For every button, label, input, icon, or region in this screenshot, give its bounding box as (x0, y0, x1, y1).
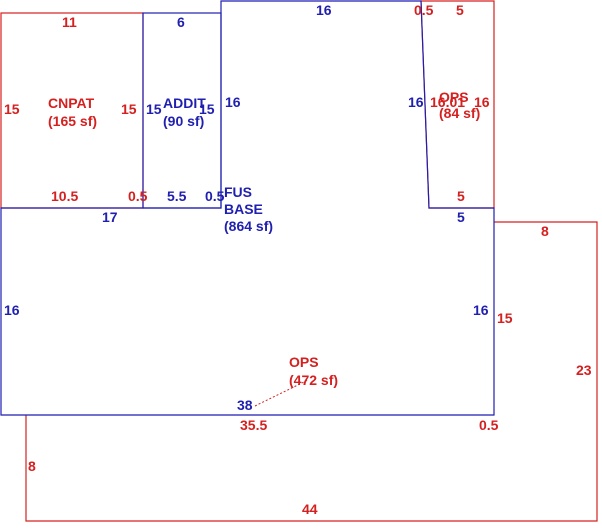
dim-fus-bottom-left-seg: 17 (102, 209, 118, 225)
ops-large-label: OPS (289, 354, 319, 370)
dim-ops-large-inner-jog: 0.5 (479, 417, 499, 433)
fus-base-label-line2: BASE (224, 201, 263, 217)
dim-cnpat-left: 15 (4, 101, 20, 117)
addit-label: ADDIT (163, 95, 206, 111)
dim-ops-large-top-inner: 35.5 (240, 417, 267, 433)
ops-small-label: OPS (439, 89, 469, 105)
dim-fus-notch-left: 16 (408, 94, 424, 110)
dim-fus-lower-left: 16 (4, 302, 20, 318)
dim-fus-right-jog: 5 (457, 209, 465, 225)
ops-leader-line (254, 379, 309, 407)
dim-cnpat-top: 11 (62, 14, 77, 30)
dim-ops-small-right: 16 (474, 94, 490, 110)
dim-ops-small-left: 16.01 (430, 94, 465, 110)
addit-outline (142, 12, 222, 209)
fus-base-area: (864 sf) (224, 218, 273, 234)
ops-large-outline (25, 221, 598, 522)
dim-ops-large-left-upper: 15 (497, 310, 513, 326)
dim-ops-small-top: 5 (456, 2, 464, 18)
dim-ops-large-right: 23 (576, 362, 592, 378)
dim-cnpat-bottom: 10.5 (51, 188, 78, 204)
dim-fus-bottom: 38 (237, 397, 253, 413)
dim-addit-bottom-jog: 0.5 (205, 188, 225, 204)
dim-fus-top: 16 (316, 2, 332, 18)
dim-fus-upper-left: 16 (225, 94, 241, 110)
ops-small-area: (84 sf) (439, 105, 480, 121)
dim-addit-bottom: 5.5 (167, 188, 187, 204)
dim-ops-large-top: 8 (541, 223, 549, 239)
ops-large-area: (472 sf) (289, 372, 338, 388)
dim-cnpat-bottom-jog: 0.5 (128, 188, 148, 204)
dim-ops-small-bottom: 5 (457, 188, 465, 204)
dim-addit-right: 15 (199, 101, 215, 117)
dim-ops-large-left: 8 (28, 458, 36, 474)
dim-cnpat-right: 15 (121, 101, 137, 117)
dim-ops-large-bottom: 44 (302, 501, 318, 517)
dim-ops-small-top-jog: 0.5 (414, 2, 434, 18)
addit-area: (90 sf) (163, 113, 204, 129)
cnpat-label: CNPAT (48, 95, 95, 111)
dim-addit-left: 15 (146, 101, 162, 117)
dim-fus-right: 16 (473, 302, 489, 318)
dim-addit-top: 6 (177, 14, 185, 30)
cnpat-area: (165 sf) (48, 113, 97, 129)
fus-base-label-line1: FUS (224, 184, 252, 200)
